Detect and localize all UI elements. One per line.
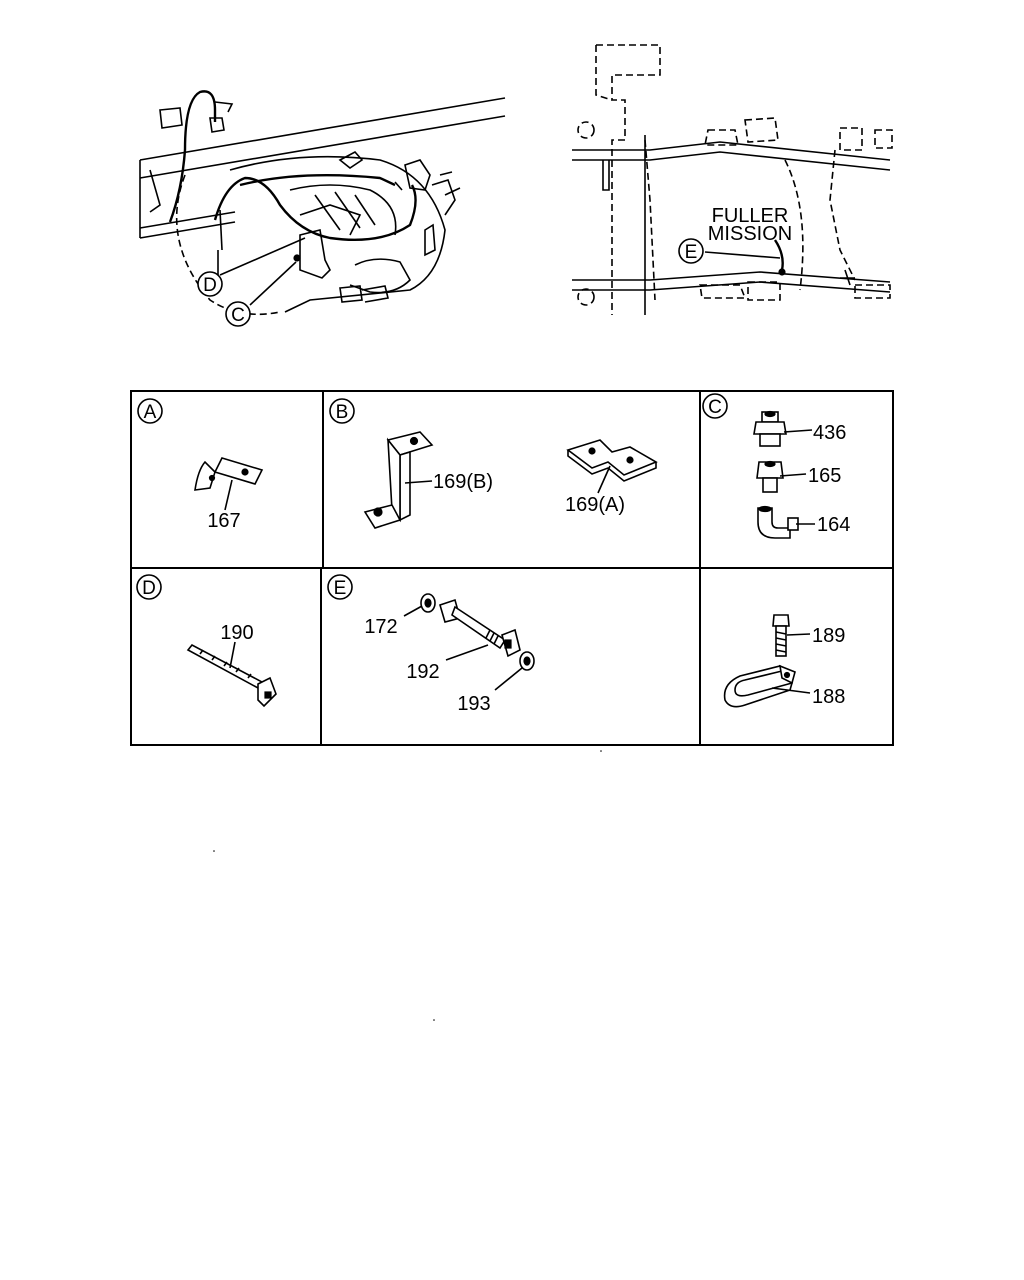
bolt-192-icon (439, 598, 521, 658)
washer-193-icon (519, 651, 535, 671)
fitting-436-icon (753, 410, 787, 447)
callout-d-label: D (203, 275, 217, 296)
panel-e: E 172 192 193 (327, 574, 535, 715)
elbow-164-icon (757, 505, 799, 539)
panel-c-marker (702, 393, 728, 419)
part-193-label: 193 (457, 693, 490, 715)
part-167-label: 167 (207, 510, 240, 532)
part-165-label: 165 (808, 465, 841, 487)
callout-e-circle (678, 238, 704, 264)
chassis-overview-right: E FULLER MISSION (572, 44, 893, 315)
part-172-label: 172 (364, 616, 397, 638)
panel-d: D 190 (136, 574, 277, 708)
fitting-165-icon (756, 460, 784, 493)
part-169a-label: 169(A) (565, 494, 625, 516)
washer-172-icon (420, 593, 436, 613)
panel-b-letter: B (336, 402, 349, 423)
panel-d-marker (136, 574, 162, 600)
part-190-label: 190 (220, 622, 253, 644)
fuller-label: FULLER (712, 205, 789, 227)
part-192-label: 192 (406, 661, 439, 683)
parts-grid (130, 390, 894, 746)
bolt-189-icon (772, 614, 790, 657)
panel-e-letter: E (334, 578, 347, 599)
panel-a: A 167 (137, 398, 264, 532)
panel-a-letter: A (144, 402, 157, 423)
callout-c-circle (225, 301, 251, 327)
panel-b-marker (329, 398, 355, 424)
panel-b: B 169(B) 169(A) (329, 398, 658, 529)
callout-c-label: C (231, 305, 245, 326)
mission-label: MISSION (708, 223, 792, 245)
clip-188-icon (723, 664, 796, 708)
panel-f: 189 188 (723, 614, 845, 708)
part-436-label: 436 (813, 422, 846, 444)
panel-c: C 436 165 164 (702, 393, 850, 539)
bracket-167-icon (194, 457, 264, 491)
part-164-label: 164 (817, 514, 850, 536)
part-169b-label: 169(B) (433, 471, 493, 493)
part-188-label: 188 (812, 686, 845, 708)
cable-tie-190-icon (186, 643, 277, 708)
panel-d-letter: D (142, 578, 156, 599)
callout-e-label: E (685, 242, 698, 263)
part-189-label: 189 (812, 625, 845, 647)
transmission-overview-left: D C (139, 90, 506, 327)
panel-c-letter: C (708, 397, 722, 418)
bracket-169a-icon (566, 439, 658, 482)
panel-e-marker (327, 574, 353, 600)
bracket-169b-icon (363, 431, 434, 529)
panel-a-marker (137, 398, 163, 424)
callout-d-circle (197, 271, 223, 297)
